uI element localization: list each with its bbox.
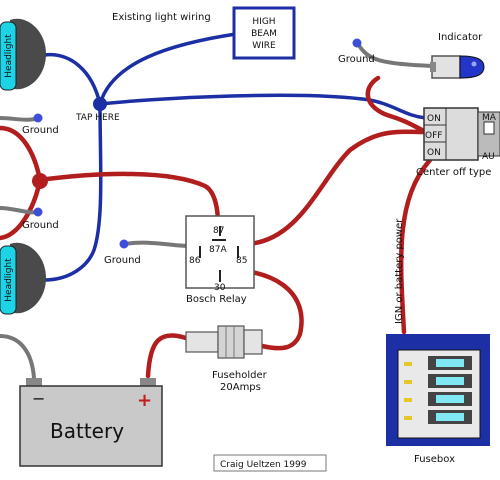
wire-node-to-relay-87 (37, 171, 221, 227)
high-beam-line-1: HIGH (252, 17, 275, 27)
relay-pin-30: 30 (214, 283, 226, 293)
switch-off-label: OFF (425, 131, 442, 141)
switch-auto-label: AU (482, 152, 495, 162)
wire-ground-left-1 (0, 116, 40, 122)
relay-title: Bosch Relay (186, 294, 247, 305)
switch-on-bottom-label: ON (427, 148, 441, 158)
battery-plus: + (137, 390, 152, 411)
headlight-top: Headlight (0, 18, 46, 91)
battery-label: Battery (50, 419, 124, 443)
wire-ground-relay-86 (122, 240, 192, 248)
switch-on-top-label: ON (427, 114, 441, 124)
wire-battery-negative (0, 334, 36, 380)
ground-label-relay: Ground (104, 255, 141, 266)
battery (19, 378, 163, 467)
credit-label: Craig Ueltzen 1999 (220, 460, 307, 470)
indicator-lamp (430, 55, 485, 79)
red-junction-node (32, 173, 48, 189)
high-beam-line-2: BEAM (251, 29, 277, 39)
bosch-relay (185, 215, 255, 289)
ground-terminal-left-2 (33, 207, 43, 217)
fuse-rating-label: 20Amps (220, 382, 261, 393)
fusebox (386, 334, 490, 446)
ground-label-indicator: Ground (338, 54, 375, 65)
ground-terminal-indicator (352, 38, 362, 48)
ground-terminal-relay (119, 239, 129, 249)
indicator-label: Indicator (438, 32, 483, 43)
ground-terminal-left-1 (33, 113, 43, 123)
headlight-bottom-label: Headlight (4, 258, 14, 302)
wire-relay-85-to-switch (245, 129, 429, 247)
wire-headlight-top-to-tap (42, 52, 102, 106)
fuse-row-1 (404, 356, 472, 370)
ground-label-left-1: Ground (22, 125, 59, 136)
fusebox-label: Fusebox (414, 454, 455, 465)
relay-pin-85: 85 (236, 256, 247, 266)
relay-pin-87: 87 (213, 226, 224, 236)
switch-man-label: MA (482, 113, 497, 123)
center-off-switch (423, 107, 500, 161)
tap-junction-node (93, 97, 107, 111)
headlight-top-label: Headlight (4, 34, 14, 78)
relay-pin-86: 86 (189, 256, 201, 266)
wire-fusebox-ign-to-switch (398, 157, 433, 335)
fuseholder-label: Fuseholder (212, 370, 268, 381)
red-wires (0, 75, 433, 379)
wire-indicator-to-switch (365, 75, 429, 135)
fuse-row-2 (404, 374, 472, 388)
wire-fuseholder-to-battery (145, 333, 189, 379)
credit-box (213, 454, 327, 472)
high-beam-line-3: WIRE (252, 41, 276, 51)
existing-wiring-label: Existing light wiring (112, 12, 211, 23)
wire-indicator-ground (356, 42, 434, 68)
high-beam-box (232, 6, 296, 60)
wire-tap-to-switch (98, 93, 428, 120)
fuseholder (185, 325, 263, 359)
ign-power-label: IGN or battery power (394, 218, 405, 324)
switch-type-label: Center off type (416, 167, 491, 178)
relay-pin-87a: 87A (209, 245, 227, 255)
wire-high-beam-to-tap (98, 32, 238, 106)
ground-label-left-2: Ground (22, 220, 59, 231)
wire-relay-30-to-fuseholder (219, 267, 304, 351)
blue-wires (42, 32, 428, 282)
wire-headlight-upper-ground-red (0, 125, 43, 183)
wire-tap-to-headlight-bottom (42, 102, 103, 282)
tap-here-label: TAP HERE (75, 113, 120, 123)
battery-minus: − (32, 389, 45, 408)
headlight-bottom: Headlight (0, 242, 46, 315)
fuse-row-3 (404, 392, 472, 406)
fuse-row-4 (404, 410, 472, 424)
